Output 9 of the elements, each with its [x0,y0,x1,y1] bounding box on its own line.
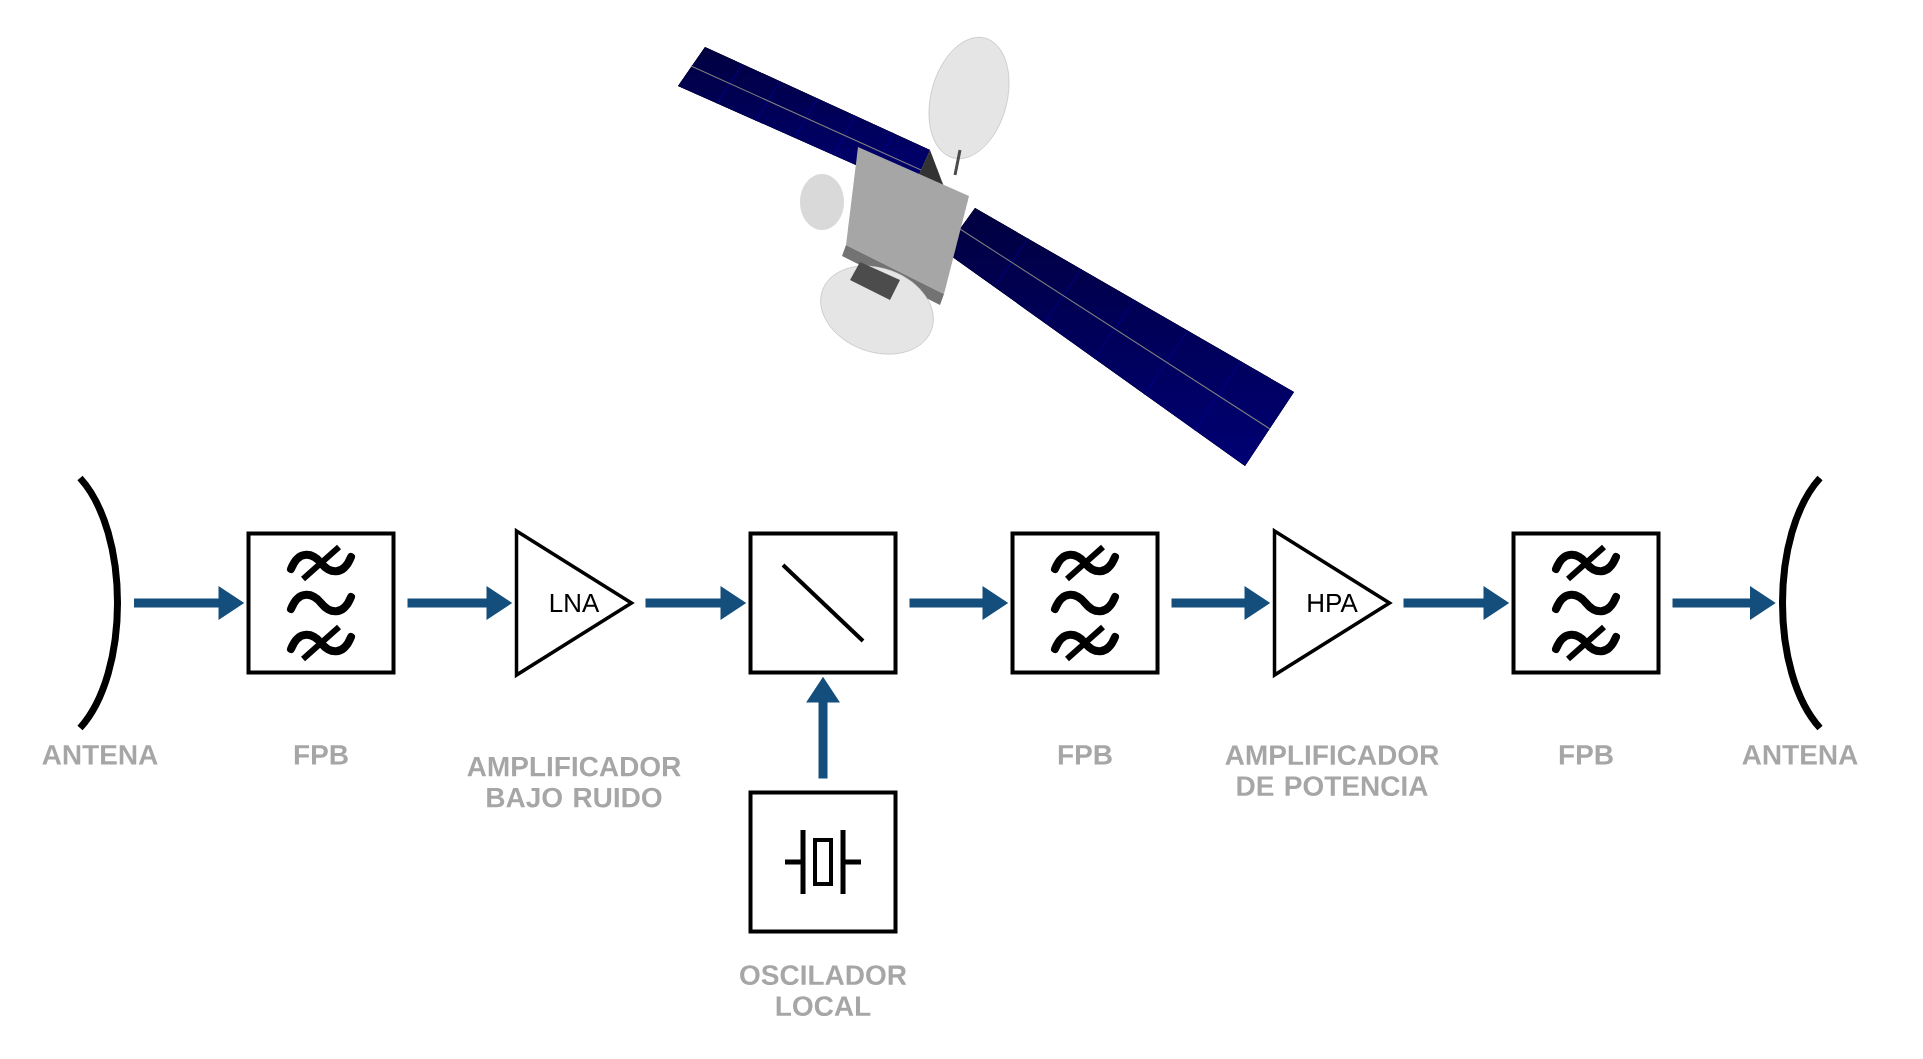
block-label: FPB [1058,745,1112,765]
mixer-box [748,531,898,675]
block-label: OSCILADOR LOCAL [740,965,907,1016]
block-label: FPB [1559,745,1613,765]
block-label: ANTENA [1742,745,1858,765]
block-label: FPB [294,745,348,765]
block-label: AMPLIFICADOR BAJO RUIDO [467,756,681,808]
block-label: AMPLIFICADOR DE POTENCIA [1225,745,1439,796]
block-label: ANTENA [42,745,158,765]
